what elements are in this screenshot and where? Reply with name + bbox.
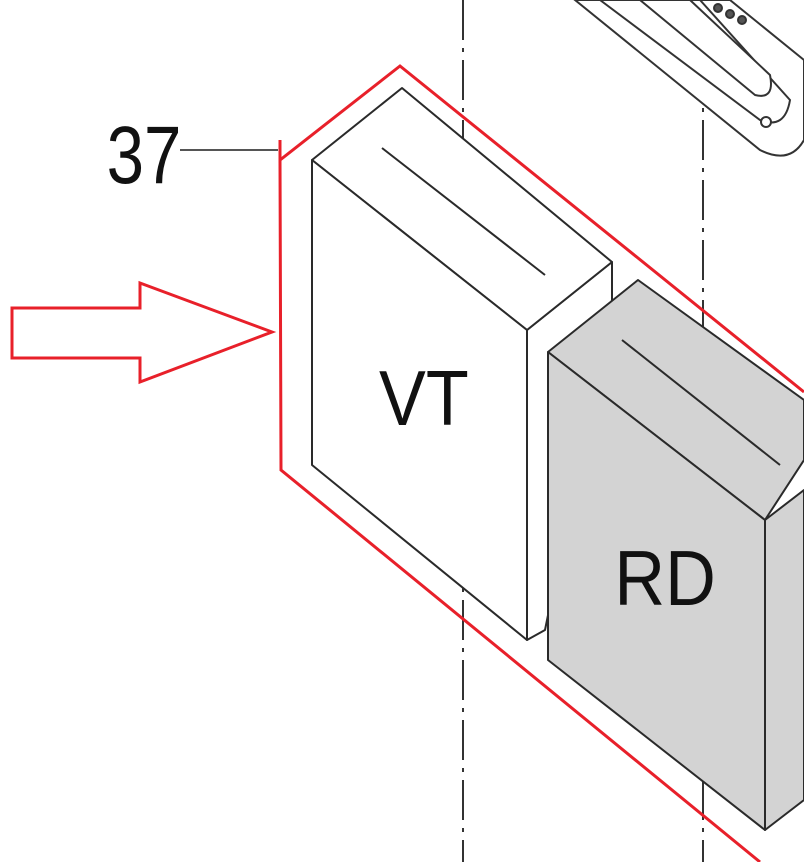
highlight-outline (278, 64, 804, 394)
rd-box-front (547, 351, 766, 831)
vt-box-front (311, 159, 528, 641)
part-number-label: 37 (107, 109, 182, 201)
rd-box (547, 279, 804, 831)
rd-box-side (764, 489, 804, 831)
pointer-arrow (10, 280, 277, 385)
vt-box-slot-line (381, 147, 546, 276)
slot-bracket-part (573, 0, 804, 157)
rd-box-slot-line (621, 339, 781, 466)
rd-box-label: RD (614, 535, 715, 622)
vt-box-label: VT (379, 355, 469, 442)
highlight-outline-bottom (278, 159, 761, 862)
